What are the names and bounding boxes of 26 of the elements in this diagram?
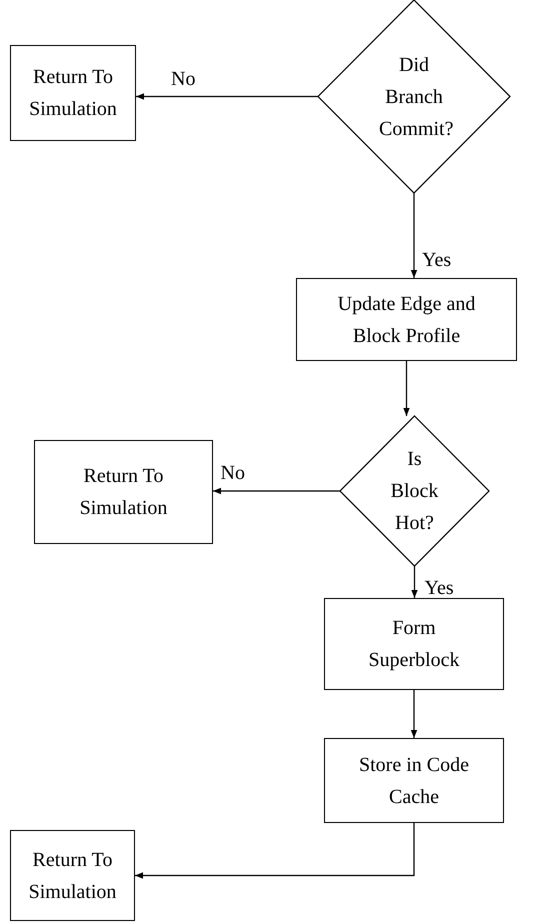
edge-label: Yes <box>424 578 454 598</box>
process-box <box>324 598 504 690</box>
node-label: Return To Simulation <box>28 848 118 904</box>
decision-diamond <box>318 0 510 193</box>
arrow <box>135 823 415 879</box>
edge-label: No <box>171 68 196 88</box>
process-box <box>296 278 517 361</box>
arrow <box>411 566 418 598</box>
edge-label: Yes <box>422 250 452 270</box>
arrow <box>403 361 410 416</box>
node-label: Return To Simulation <box>28 65 118 122</box>
node-label: Form Superblock <box>367 616 461 673</box>
arrow <box>136 93 318 100</box>
node-label: Store in Code Cache <box>358 752 470 810</box>
edge-label: No <box>220 463 245 483</box>
process-box <box>10 830 135 921</box>
node-label: Update Edge and Block Profile <box>336 292 476 348</box>
process-box <box>324 738 504 823</box>
arrow <box>213 488 340 494</box>
process-box <box>34 440 213 544</box>
node-label: Is Block Hot? <box>390 447 440 536</box>
process-box <box>10 45 136 141</box>
node-label: Return To Simulation <box>78 464 168 521</box>
arrow <box>410 690 418 738</box>
arrow <box>410 193 418 278</box>
decision-diamond <box>340 416 489 566</box>
